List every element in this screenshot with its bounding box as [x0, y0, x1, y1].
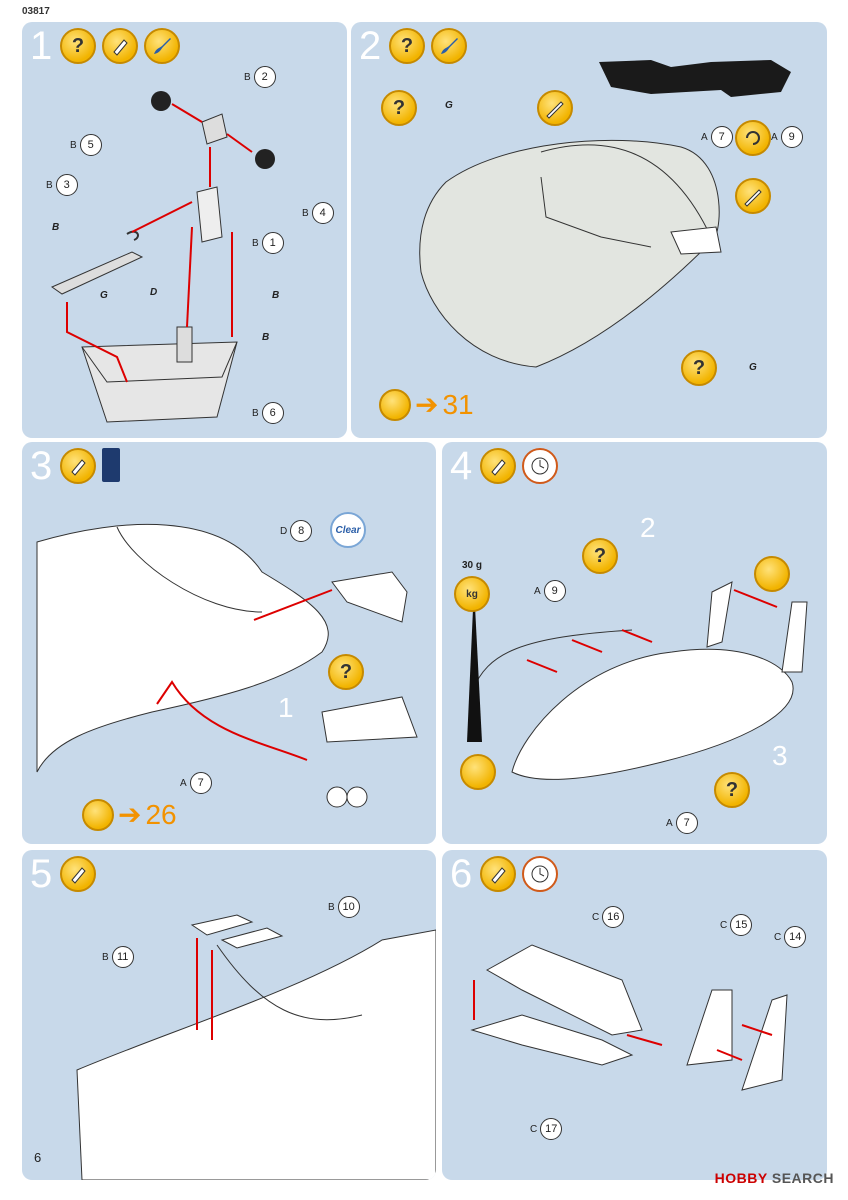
- decal-flag: G: [749, 362, 757, 373]
- decal-flag: B: [52, 222, 60, 233]
- weight-label: 30 g: [462, 560, 483, 571]
- clock-icon: [522, 448, 558, 484]
- step-5-illustration: [76, 914, 436, 1180]
- clear-icon: Clear: [330, 512, 366, 548]
- tape-icon: [460, 754, 496, 790]
- view-label: 2: [640, 512, 656, 543]
- step-number: 4: [450, 444, 473, 488]
- glue-icon: [60, 856, 96, 892]
- weight-icon: kg: [454, 576, 490, 612]
- paint-brush-icon: [431, 28, 467, 64]
- glue-bottle-icon: [82, 798, 114, 831]
- question-icon: ?: [582, 538, 618, 574]
- decal-flag: D: [150, 287, 158, 298]
- step-2-illustration: [419, 60, 791, 368]
- sub-assembly-label: 1: [278, 692, 294, 723]
- step-number: 3: [30, 444, 53, 488]
- step-4-illustration: [467, 581, 808, 780]
- step-6-illustration: [470, 944, 788, 1091]
- step-number: 2: [359, 24, 382, 68]
- document-code: 03817: [22, 6, 50, 17]
- paint-brush-icon: [144, 28, 180, 64]
- decal-flag: B: [262, 332, 270, 343]
- knife-icon: [735, 178, 771, 214]
- step-number: 5: [30, 852, 53, 896]
- step-1-illustration: [50, 91, 275, 423]
- step-number: 6: [450, 852, 473, 896]
- question-icon: ?: [60, 28, 96, 64]
- question-icon: ?: [328, 654, 364, 690]
- tape-icon: [754, 556, 790, 592]
- goto-step: ➔26: [82, 798, 177, 831]
- rotate-icon: [735, 120, 771, 156]
- decal-flag: B: [272, 290, 280, 301]
- glue-icon: [480, 856, 516, 892]
- question-icon: ?: [381, 90, 417, 126]
- glue-icon: [480, 448, 516, 484]
- step-3-illustration: [36, 523, 418, 808]
- page-number: 6: [34, 1150, 42, 1165]
- question-icon: ?: [389, 28, 425, 64]
- step-number: 1: [30, 24, 53, 68]
- goto-step: ➔31: [379, 388, 474, 421]
- decal-flag: G: [445, 100, 453, 111]
- decal-flag: G: [100, 290, 108, 301]
- knife-icon: [537, 90, 573, 126]
- question-icon: ?: [714, 772, 750, 808]
- beluga-silhouette: [599, 60, 791, 97]
- glue-icon: [60, 448, 96, 484]
- clock-icon: [522, 856, 558, 892]
- watermark: HOBBY SEARCH: [714, 1170, 834, 1186]
- clear-paint-icon: [102, 448, 120, 482]
- question-icon: ?: [681, 350, 717, 386]
- glue-icon: [102, 28, 138, 64]
- sub-assembly-label: 3: [772, 740, 788, 771]
- glue-bottle-icon: [379, 388, 411, 421]
